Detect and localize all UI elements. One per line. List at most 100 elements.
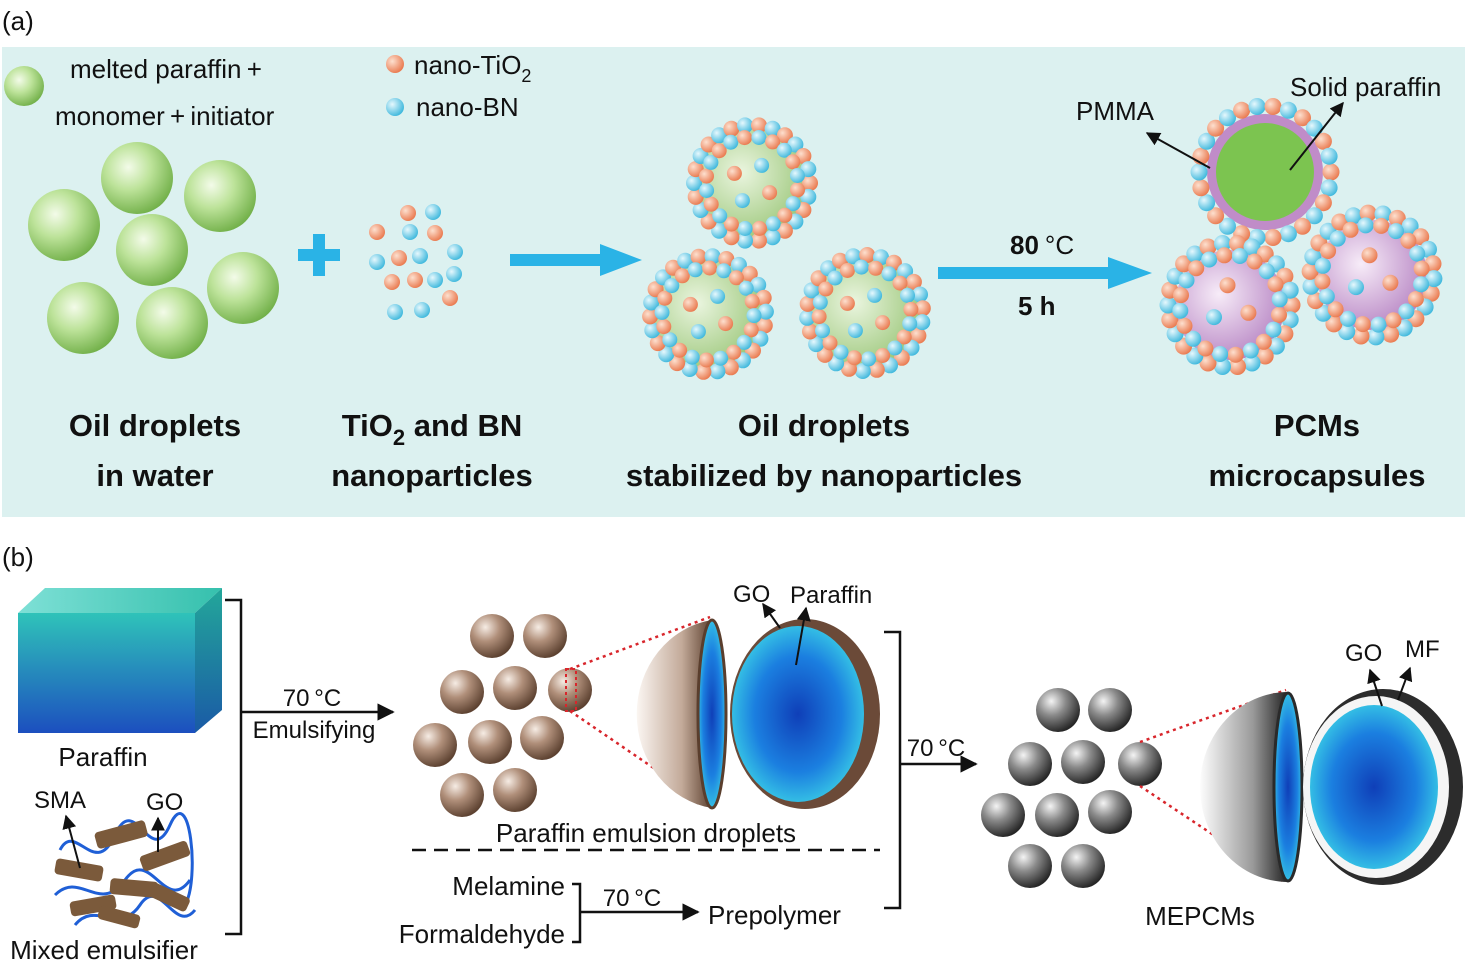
bn-particle [734, 193, 750, 209]
bn-particle [1243, 354, 1261, 372]
oil-droplet [28, 189, 100, 261]
bn-particle [1190, 163, 1208, 181]
oil-droplet-legend-icon [4, 66, 44, 106]
tio2-particle [695, 363, 712, 380]
mixed-emulsifier-label: Mixed emulsifier [10, 935, 198, 965]
tio2-particle [776, 127, 793, 144]
tio2-particle [1400, 232, 1417, 249]
stabilized-droplet [654, 260, 762, 368]
stabilized-droplet [698, 129, 806, 237]
bn-particle [662, 332, 678, 348]
stage2-line1: TiO2 and BN [342, 408, 522, 450]
emulsion-droplet [470, 614, 514, 658]
tio2-particle [726, 344, 742, 360]
bn-particle [1243, 238, 1261, 256]
pmma-pointer [1145, 132, 1211, 169]
bn-particle [709, 363, 726, 380]
prepolymer-bracket [572, 882, 582, 944]
tio2-particle [1173, 287, 1189, 304]
mepcm-capsule [1008, 844, 1052, 888]
tio2-particle [723, 120, 740, 137]
bn-particle [1348, 279, 1364, 296]
tio2-particle [1322, 163, 1340, 181]
tio2-particle [1271, 306, 1287, 323]
tio2-particle [1314, 273, 1331, 290]
emulsion-droplet [520, 716, 564, 760]
bn-particle [654, 304, 670, 320]
bn-particle [738, 280, 754, 296]
tio2-particle [1188, 260, 1205, 277]
tio2-particle [669, 355, 686, 372]
mepcm-capsule [1008, 742, 1052, 786]
bn-particle [1206, 309, 1222, 326]
tio2-particle [1413, 260, 1430, 277]
sma-pointer [62, 814, 81, 869]
bn-particle [1314, 304, 1332, 322]
tio2-particle [690, 248, 707, 265]
tio2-particle [839, 263, 855, 278]
emulsion-hemisphere [636, 620, 712, 808]
mepcm-mf-label: MF [1405, 636, 1440, 663]
prepolymer-label: Prepolymer [708, 900, 841, 930]
tio2-particle [442, 290, 458, 306]
tio2-particle [1325, 315, 1343, 333]
panel-b-tag: (b) [2, 542, 34, 572]
tio2-particle [762, 185, 778, 201]
bn-particle [1198, 132, 1216, 150]
bn-particle [699, 183, 715, 198]
tio2-particle [868, 260, 884, 276]
emulsion-go-label: GO [733, 581, 770, 608]
nanoparticles-group [369, 204, 463, 320]
emulsion-paraffin-pointer [795, 606, 811, 666]
emulsion-droplet [548, 668, 592, 712]
bn-particle [1374, 205, 1392, 223]
tio2-particle [722, 359, 739, 376]
prepolymer-temp: 70 °C [603, 885, 661, 912]
bn-particle [1388, 223, 1404, 240]
bn-particle [414, 302, 430, 318]
bn-particle [833, 344, 849, 360]
tio2-particle [726, 165, 742, 181]
bn-particle [897, 263, 914, 280]
bn-particle [644, 322, 661, 339]
mepcm-capsule [1088, 790, 1132, 834]
emulsion-droplet [493, 666, 537, 710]
bn-particle [1398, 303, 1415, 320]
mixed-emulsifier-icon [53, 812, 197, 929]
bn-particle [789, 168, 805, 183]
tio2-particle [765, 134, 781, 150]
mepcm-mf-pointer [1397, 666, 1413, 701]
tio2-particle [910, 327, 927, 344]
tio2-particle [369, 224, 385, 240]
bn-particle [1314, 257, 1331, 274]
bn-particle [1344, 207, 1362, 225]
tio2-particle [905, 273, 922, 290]
tio2-particle [1283, 296, 1301, 314]
stage4-line1: PCMs [1274, 408, 1360, 443]
tio2-particle [1199, 238, 1217, 256]
tio2-particle [672, 342, 688, 358]
tio2-particle [400, 205, 416, 221]
tio2-particle [743, 322, 759, 338]
bn-particle [446, 266, 462, 282]
bn-particle [1425, 270, 1443, 288]
tio2-particle [741, 265, 758, 282]
tio2-particle [859, 247, 876, 263]
bn-particle [1219, 109, 1236, 127]
tio2-particle [1176, 317, 1193, 334]
bn-particle [369, 254, 385, 270]
tio2-particle [785, 154, 801, 170]
oil-droplets-cluster [28, 142, 279, 359]
formaldehyde-label: Formaldehyde [399, 919, 565, 949]
bn-particle [723, 134, 739, 150]
stage3-line1: Oil droplets [738, 408, 910, 443]
bn-particle [677, 252, 694, 269]
legend-tio2: nano-TiO2 [414, 50, 531, 86]
bn-particle [1172, 302, 1189, 319]
tio2-particle [1320, 243, 1337, 259]
tio2-particle [744, 293, 760, 309]
bn-particle [1201, 251, 1218, 268]
legend-droplet-line2: monomer + initiator [55, 101, 275, 131]
oil-droplet [116, 214, 188, 286]
bn-particle [827, 270, 843, 286]
